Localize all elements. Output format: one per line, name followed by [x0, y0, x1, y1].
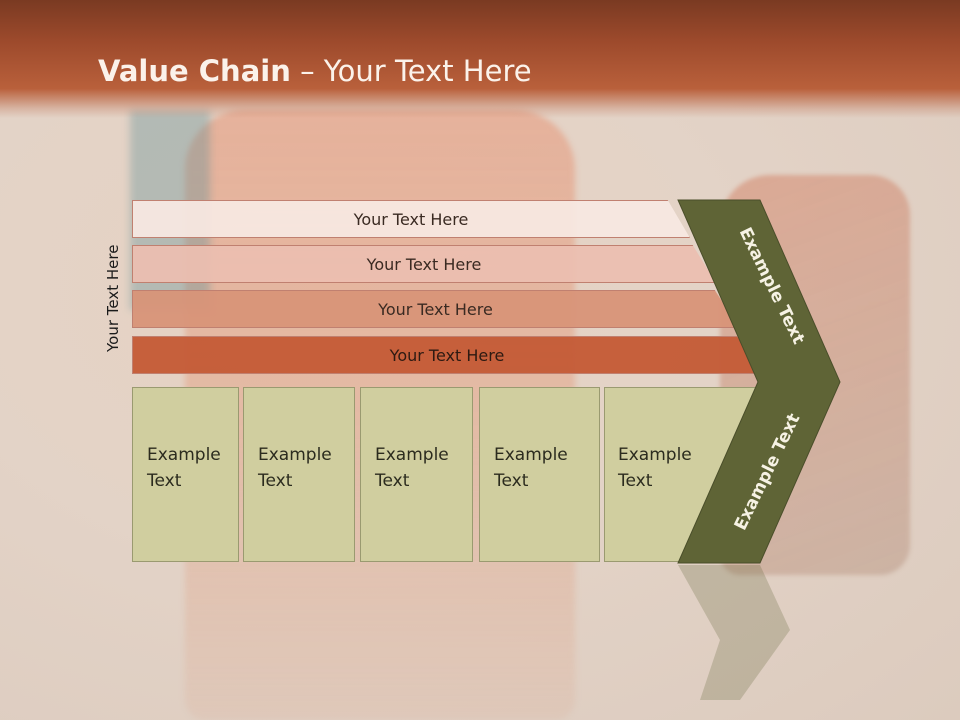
box-1-line2: Text — [147, 471, 182, 491]
box-2-line1: Example — [258, 445, 332, 465]
boxes-reflection — [0, 564, 960, 694]
box-2-line2: Text — [258, 471, 293, 491]
margin-chevron-shape — [677, 199, 841, 564]
support-bar-2: Your Text Here — [132, 245, 716, 283]
box-1-line1: Example — [147, 445, 221, 465]
primary-box-1: Example Text — [132, 387, 239, 562]
box-5-line2: Text — [618, 471, 653, 491]
title-bold: Value Chain — [98, 54, 291, 88]
slide-title: Value Chain – Your Text Here — [98, 54, 532, 88]
box-3-line1: Example — [375, 445, 449, 465]
reflection-box-5 — [604, 564, 730, 694]
primary-box-3: Example Text — [360, 387, 473, 562]
reflection-box-1 — [132, 564, 239, 694]
support-bar-3: Your Text Here — [132, 290, 739, 328]
reflection-box-4 — [479, 564, 600, 694]
primary-box-2: Example Text — [243, 387, 355, 562]
primary-box-4: Example Text — [479, 387, 600, 562]
box-4-line2: Text — [494, 471, 529, 491]
box-3-line2: Text — [375, 471, 410, 491]
title-bar — [0, 0, 960, 118]
title-rest: – Your Text Here — [290, 54, 532, 88]
margin-chevron-reflection — [678, 565, 790, 700]
box-5-line1: Example — [618, 445, 692, 465]
support-bar-4: Your Text Here — [132, 336, 762, 374]
support-bar-1: Your Text Here — [132, 200, 690, 238]
reflection-box-3 — [360, 564, 473, 694]
box-4-line1: Example — [494, 445, 568, 465]
reflection-box-2 — [243, 564, 355, 694]
